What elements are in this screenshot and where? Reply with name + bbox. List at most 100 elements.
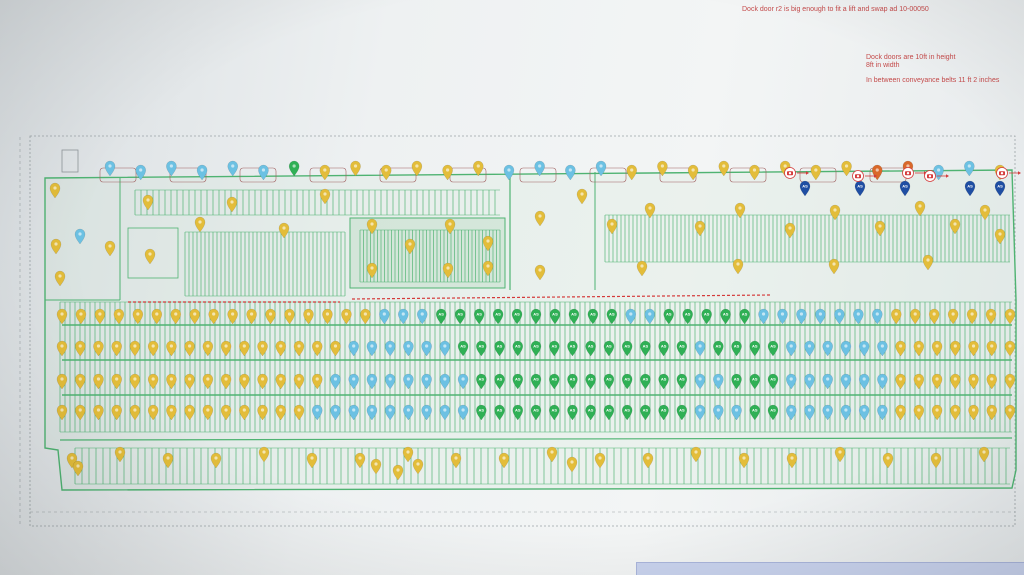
- marker-dot: [108, 164, 112, 168]
- as-marker: AS: [701, 308, 712, 325]
- marker-dot: [934, 456, 938, 460]
- marker-dot: [188, 408, 192, 412]
- blue-marker: [421, 340, 432, 357]
- blue-marker: [135, 164, 146, 181]
- marker-dot: [783, 164, 787, 168]
- yellow-marker: [687, 164, 699, 181]
- marker-pin: [348, 340, 359, 357]
- yellow-marker: [966, 308, 978, 325]
- as-marker: AS: [731, 373, 742, 390]
- yellow-marker: [985, 308, 997, 325]
- marker-label: AS: [588, 377, 594, 382]
- as-marker: AS: [530, 373, 542, 390]
- marker-pin: [585, 373, 596, 390]
- yellow-marker: [370, 458, 382, 475]
- marker-pin: [202, 404, 214, 421]
- marker-label: AS: [590, 312, 596, 317]
- marker-label: AS: [902, 184, 908, 189]
- yellow-marker: [895, 340, 906, 357]
- marker-pin: [568, 308, 580, 325]
- marker-pin: [380, 164, 392, 181]
- as-marker: AS: [435, 308, 447, 325]
- yellow-marker: [931, 404, 943, 421]
- marker-pin: [227, 160, 239, 177]
- marker-pin: [184, 404, 195, 421]
- yellow-marker: [166, 404, 177, 421]
- yellow-marker: [786, 452, 798, 469]
- marker-dot: [306, 312, 311, 316]
- marker-label: AS: [685, 312, 691, 317]
- marker-dot: [1008, 408, 1012, 412]
- marker-pin: [275, 404, 287, 421]
- marker-pin: [104, 240, 116, 257]
- marker-label: AS: [606, 408, 612, 413]
- yellow-marker: [784, 222, 796, 239]
- building-wall: [44, 178, 120, 301]
- yellow-marker: [914, 200, 926, 217]
- blue-marker: [964, 160, 975, 177]
- blue-marker: [822, 373, 833, 390]
- marker-pin: [56, 373, 68, 390]
- marker-dot: [971, 408, 976, 412]
- marker-pin: [644, 308, 656, 325]
- marker-dot: [325, 312, 330, 316]
- yellow-marker: [366, 218, 378, 235]
- as-marker: AS: [767, 404, 779, 421]
- yellow-marker: [144, 248, 156, 265]
- marker-dot: [844, 164, 849, 168]
- as-marker: AS: [739, 308, 750, 325]
- marker-pin: [530, 340, 542, 357]
- yellow-marker: [239, 340, 250, 357]
- marker-pin: [968, 404, 979, 421]
- yellow-marker: [189, 308, 200, 325]
- marker-pin: [227, 308, 238, 325]
- marker-pin: [895, 373, 906, 390]
- marker-pin: [922, 254, 934, 271]
- blue-marker: [421, 373, 432, 390]
- yellow-marker: [895, 373, 906, 390]
- marker-pin: [931, 373, 943, 390]
- marker-label: AS: [497, 377, 503, 382]
- marker-pin: [734, 202, 746, 219]
- marker-label: AS: [606, 377, 612, 382]
- marker-pin: [950, 404, 961, 421]
- marker-dot: [315, 344, 319, 348]
- blue-marker: [379, 308, 390, 325]
- dock-door-box: [99, 167, 137, 183]
- marker-dot: [486, 264, 490, 268]
- yellow-marker: [930, 452, 942, 469]
- marker-dot: [990, 344, 994, 348]
- marker-dot: [937, 168, 941, 172]
- marker-dot: [193, 312, 197, 316]
- blue-marker: [348, 373, 359, 390]
- marker-pin: [587, 308, 599, 325]
- marker-dot: [953, 408, 957, 412]
- marker-dot: [790, 456, 794, 460]
- marker-dot: [370, 222, 374, 226]
- marker-pin: [239, 340, 250, 357]
- yellow-marker: [202, 340, 214, 357]
- yellow-marker: [978, 446, 990, 463]
- marker-label: AS: [495, 312, 501, 317]
- marker-pin: [739, 308, 750, 325]
- marker-dot: [79, 312, 83, 316]
- notes-area: Dock door r2 is big enough to fit a lift…: [0, 0, 1024, 110]
- marker-dot: [894, 312, 898, 316]
- marker-label: AS: [479, 377, 485, 382]
- marker-dot: [396, 468, 400, 472]
- marker-pin: [913, 373, 925, 390]
- marker-dot: [832, 262, 836, 266]
- marker-dot: [315, 408, 319, 412]
- yellow-marker: [1004, 404, 1016, 421]
- marker-pin: [147, 404, 159, 421]
- marker-pin: [512, 340, 524, 357]
- marker-pin: [853, 308, 864, 325]
- marker-pin: [74, 340, 86, 357]
- yellow-marker: [354, 452, 366, 469]
- marker-pin: [720, 308, 731, 325]
- marker-dot: [242, 344, 246, 348]
- marker-dot: [333, 377, 338, 381]
- marker-pin: [777, 308, 788, 325]
- marker-pin: [603, 340, 615, 357]
